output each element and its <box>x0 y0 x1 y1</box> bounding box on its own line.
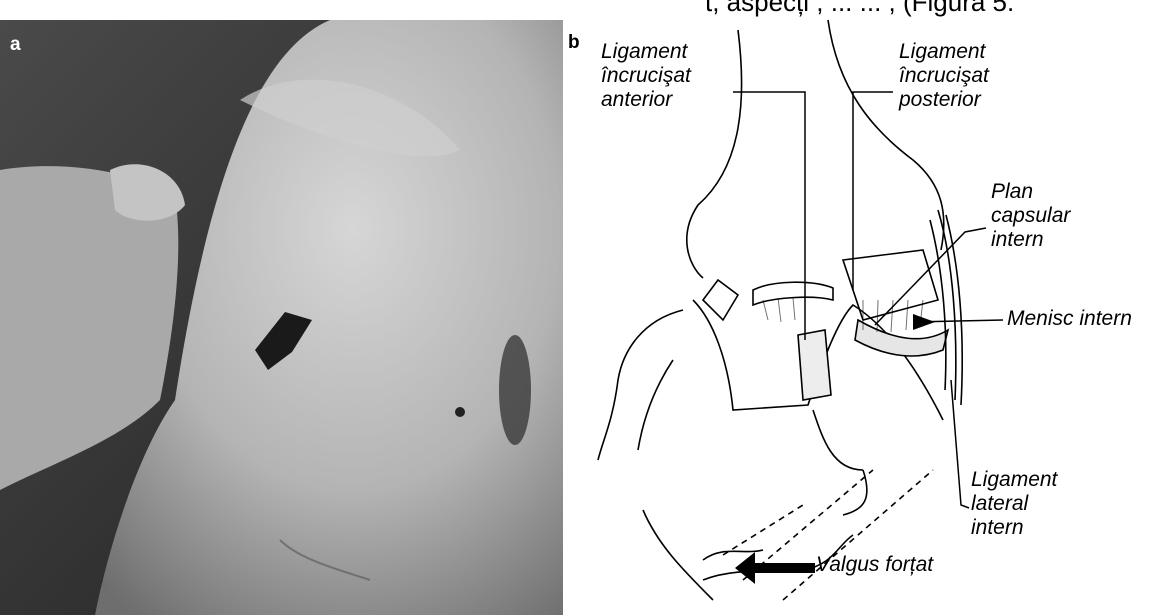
femur-outline <box>687 30 742 278</box>
pcl-leader <box>853 92 893 290</box>
panel-a-letter: a <box>10 34 21 56</box>
capsule-label: Plan capsular intern <box>991 180 1070 252</box>
mcl-label: Ligament lateral intern <box>971 468 1057 540</box>
acl-leader <box>733 92 805 340</box>
meniscus-label: Menisc intern <box>1007 307 1132 331</box>
pcl-label: Ligament încrucişat posterior <box>899 40 989 112</box>
valgus-label: Valgus forțat <box>816 553 933 577</box>
knee-photo-panel: a <box>0 20 563 615</box>
acl-label: Ligament încrucişat anterior <box>601 40 691 112</box>
panel-b-letter: b <box>568 32 580 54</box>
knee-diagram-panel: b Ligament încrucişat anterior Ligament … <box>563 0 1166 615</box>
meniscus-shape <box>855 320 948 356</box>
knee-photo <box>0 20 563 615</box>
mcl-leader <box>951 380 969 508</box>
valgus-arrow <box>735 552 815 584</box>
